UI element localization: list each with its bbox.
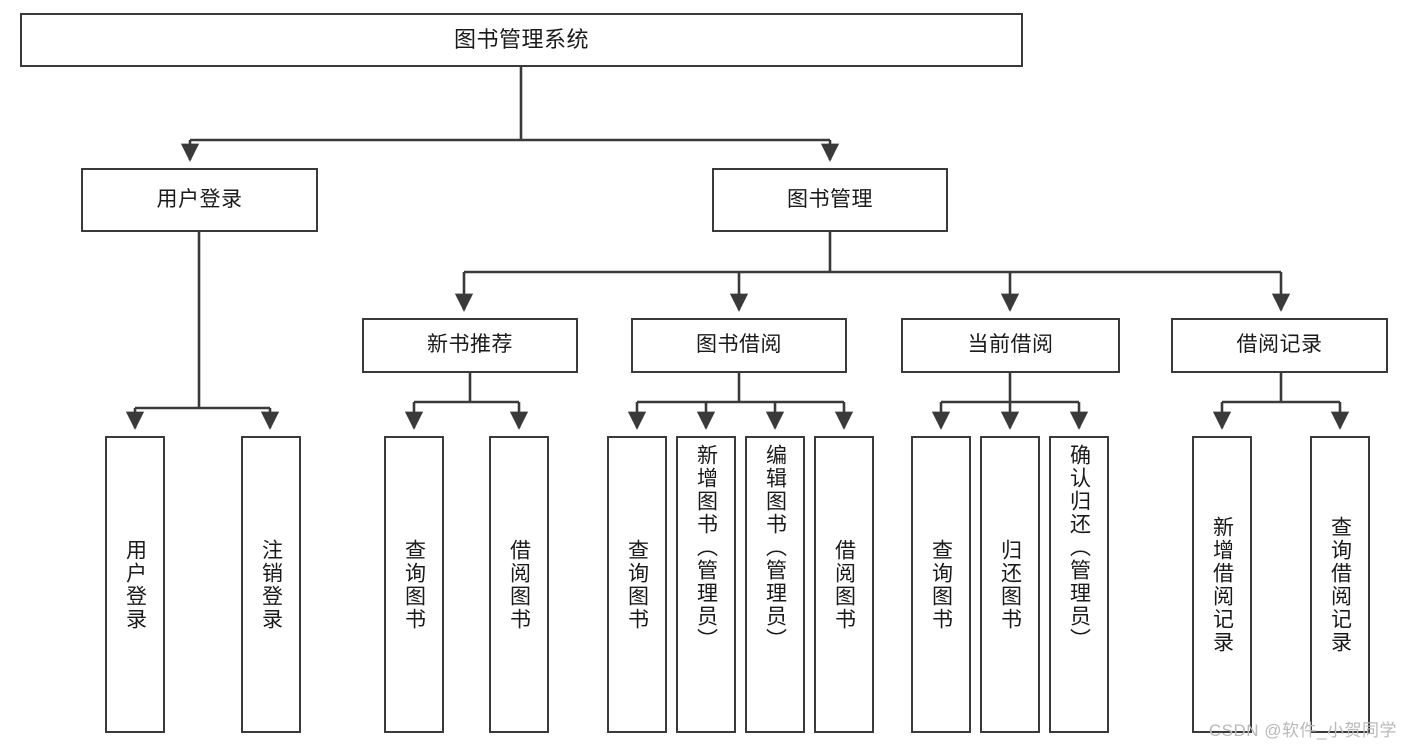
node-label: 查询图书 — [625, 538, 649, 631]
leaf-new-book-borrow-books[interactable]: 借阅图书 — [489, 436, 549, 733]
leaf-current-borrow-return-books[interactable]: 归还图书 — [980, 436, 1040, 733]
node-label: 图书管理 — [787, 187, 873, 211]
node-label: 用户登录 — [123, 538, 147, 631]
node-label: 新书推荐 — [427, 333, 513, 357]
node-label: 确认归还（管理员） — [1067, 444, 1091, 651]
node-label: 当前借阅 — [967, 333, 1054, 357]
node-current-borrowing[interactable]: 当前借阅 — [901, 318, 1120, 373]
node-label: 用户登录 — [156, 187, 243, 211]
node-label: 借阅记录 — [1236, 333, 1323, 357]
node-label: 新增借阅记录 — [1210, 515, 1234, 654]
node-book-borrowing[interactable]: 图书借阅 — [631, 318, 847, 373]
leaf-borrow-record-add-record[interactable]: 新增借阅记录 — [1192, 436, 1252, 733]
node-label: 注销登录 — [259, 538, 283, 631]
leaf-book-borrow-edit-book-admin[interactable]: 编辑图书（管理员） — [745, 436, 805, 733]
leaf-user-login-logout[interactable]: 注销登录 — [241, 436, 301, 733]
node-label: 图书借阅 — [696, 333, 782, 357]
leaf-book-borrow-add-book-admin[interactable]: 新增图书（管理员） — [676, 436, 736, 733]
node-user-login[interactable]: 用户登录 — [81, 168, 318, 232]
leaf-book-borrow-borrow-books[interactable]: 借阅图书 — [814, 436, 874, 733]
leaf-borrow-record-query-record[interactable]: 查询借阅记录 — [1310, 436, 1370, 733]
node-book-management[interactable]: 图书管理 — [712, 168, 948, 232]
leaf-book-borrow-query-books[interactable]: 查询图书 — [607, 436, 667, 733]
node-label: 查询图书 — [402, 538, 426, 631]
leaf-current-borrow-confirm-return-admin[interactable]: 确认归还（管理员） — [1049, 436, 1109, 733]
leaf-new-book-query-books[interactable]: 查询图书 — [384, 436, 444, 733]
node-new-book-recommendation[interactable]: 新书推荐 — [362, 318, 578, 373]
node-label: 借阅图书 — [832, 538, 856, 631]
node-root-book-management-system[interactable]: 图书管理系统 — [20, 13, 1023, 67]
node-label: 新增图书（管理员） — [694, 444, 718, 651]
node-label: 查询借阅记录 — [1328, 515, 1352, 654]
node-label: 图书管理系统 — [453, 27, 589, 53]
node-borrowing-record[interactable]: 借阅记录 — [1171, 318, 1388, 373]
node-label: 编辑图书（管理员） — [763, 444, 787, 651]
node-label: 借阅图书 — [507, 538, 531, 631]
csdn-watermark: CSDN @软件_小贺同学 — [1208, 721, 1397, 740]
node-label: 归还图书 — [998, 538, 1022, 631]
node-label: 查询图书 — [929, 538, 953, 631]
leaf-current-borrow-query-books[interactable]: 查询图书 — [911, 436, 971, 733]
leaf-user-login-login[interactable]: 用户登录 — [105, 436, 165, 733]
